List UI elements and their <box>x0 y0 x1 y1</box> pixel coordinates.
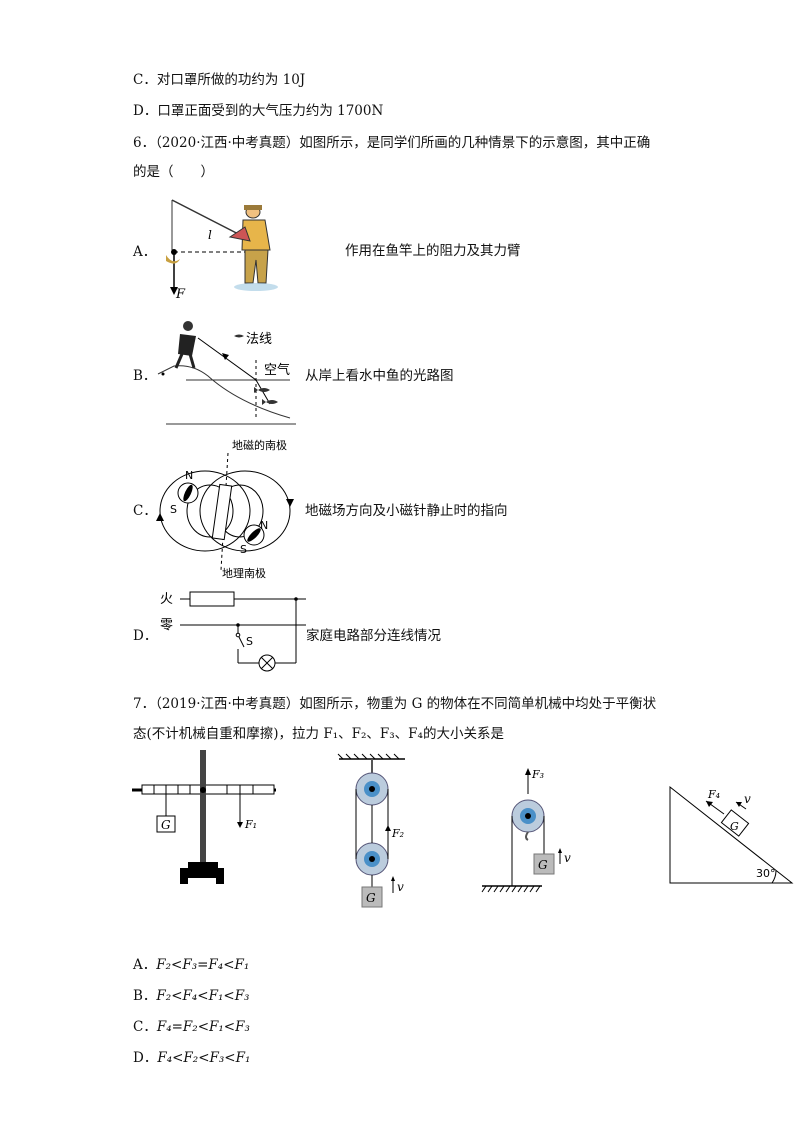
q6-option-d-caption: 家庭电路部分连线情况 <box>306 628 441 644</box>
fig-d-neutral-label: 零 <box>160 618 173 633</box>
q7-option-a: A．F₂<F₃=F₄<F₁ <box>133 957 250 973</box>
lever-figure: G F₁ <box>132 750 276 884</box>
fig-c-top-label: 地磁的南极 <box>232 438 287 452</box>
geomagnetic-figure: 地磁的南极 N S N S 地理南极 <box>156 438 294 580</box>
fig-a-l-label: l <box>208 228 212 242</box>
fig-b-normal-label: 法线 <box>246 332 272 347</box>
q6-option-a-letter: A． <box>133 244 157 260</box>
q6-option-d-letter: D． <box>133 628 158 644</box>
q5-option-d: D．口罩正面受到的大气压力约为 1700N <box>133 103 384 119</box>
pulley-G-label: G <box>366 891 376 905</box>
q6-option-b-letter: B． <box>133 368 157 384</box>
lever-G-label: G <box>161 818 171 832</box>
q6-stem-line2: 的是（ ） <box>133 164 214 180</box>
incline-angle-label: 30° <box>756 867 776 880</box>
fig-d-live-label: 火 <box>160 592 173 607</box>
movable-v-label: v <box>564 851 571 865</box>
fig-b-air-label: 空气 <box>264 362 290 378</box>
q6-option-c-caption: 地磁场方向及小磁针静止时的指向 <box>305 503 508 519</box>
q7-stem-line1: 7．（2019·江西·中考真题）如图所示，物重为 G 的物体在不同简单机械中均处… <box>133 696 657 712</box>
q7-stem-line2: 态(不计机械自重和摩擦)，拉力 F₁、F₂、F₃、F₄的大小关系是 <box>133 726 504 742</box>
q7-option-b: B．F₂<F₄<F₁<F₃ <box>133 988 250 1004</box>
movable-F3-label: F₃ <box>531 768 544 781</box>
q6-option-a-caption: 作用在鱼竿上的阻力及其力臂 <box>345 243 521 259</box>
movable-pulley-figure: F₃ G v <box>481 768 571 893</box>
incline-figure: 30° G F₄ v <box>669 785 794 884</box>
fig-c-S-right: S <box>240 543 247 556</box>
q7-option-c: C．F₄=F₂<F₁<F₃ <box>133 1019 250 1035</box>
incline-v-label: v <box>744 792 751 806</box>
pulley-F2-label: F₂ <box>391 827 404 840</box>
q5-option-c: C．对口罩所做的功约为 10J <box>133 72 306 88</box>
light-path-figure: 法线 空气 <box>157 321 296 425</box>
incline-F4-label: F₄ <box>707 788 720 801</box>
q6-option-c-letter: C． <box>133 503 157 519</box>
lever-F1-label: F₁ <box>244 818 257 831</box>
pulley-block-figure: F₂ G v <box>337 753 405 908</box>
fig-c-bottom-label: 地理南极 <box>222 566 266 580</box>
movable-G-label: G <box>538 858 548 872</box>
incline-G-label: G <box>730 820 739 833</box>
q6-stem-line1: 6．（2020·江西·中考真题）如图所示，是同学们所画的几种情景下的示意图，其中… <box>133 135 651 151</box>
fig-c-N-left: N <box>185 469 193 482</box>
fig-c-N-right: N <box>260 519 268 532</box>
household-circuit-figure: 火 零 S <box>160 591 306 672</box>
q7-option-d: D．F₄<F₂<F₃<F₁ <box>133 1050 251 1066</box>
fig-a-F-label: F <box>175 287 186 302</box>
pulley-v-label: v <box>397 880 404 894</box>
fishing-figure: l F <box>166 199 278 302</box>
q6-option-b-caption: 从岸上看水中鱼的光路图 <box>305 368 454 384</box>
fig-c-S-left: S <box>170 503 177 516</box>
fig-d-switch-label: S <box>246 635 253 648</box>
